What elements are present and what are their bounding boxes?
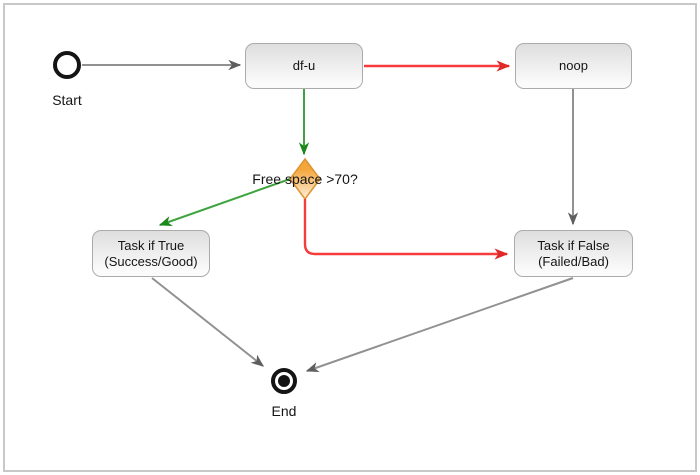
task-node-false: Task if False (Failed/Bad) (514, 230, 633, 277)
task-node-dfu-label: df-u (292, 58, 316, 73)
end-event-label: End (271, 403, 297, 419)
task-node-noop-label: noop (559, 58, 588, 73)
end-event-node (271, 368, 297, 394)
end-event-inner-dot (278, 375, 290, 387)
task-node-true-label-line2: (Success/Good) (104, 253, 198, 269)
task-node-true: Task if True (Success/Good) (92, 230, 210, 277)
start-event-label: Start (52, 92, 82, 108)
edge-decision-to-task-true (158, 178, 291, 226)
task-node-dfu: df-u (245, 43, 363, 89)
task-node-false-label-line2: (Failed/Bad) (538, 253, 609, 269)
decision-label: Free space >70? (252, 171, 358, 187)
task-node-noop: noop (515, 43, 632, 89)
edge-task-true-to-end (151, 277, 265, 367)
start-event-node (53, 51, 81, 79)
task-node-false-label-line1: Task if False (537, 237, 610, 253)
task-node-true-label-line1: Task if True (117, 237, 185, 253)
edge-task-false-to-end (305, 277, 574, 373)
edge-decision-to-task-false (303, 199, 509, 260)
